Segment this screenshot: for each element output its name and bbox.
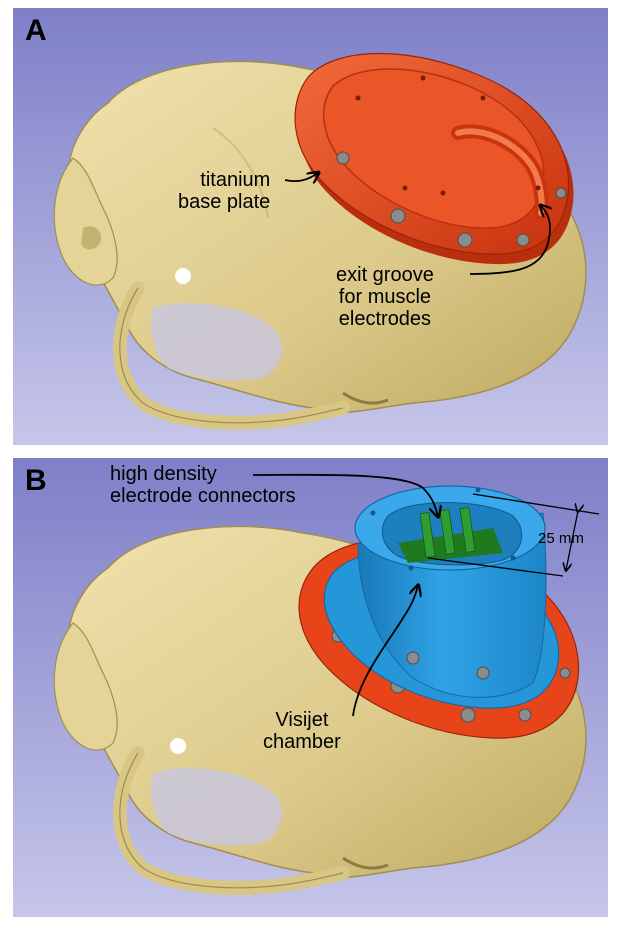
panel-label: B bbox=[25, 466, 47, 496]
exit-groove-label: exit groove for muscle electrodes bbox=[336, 264, 434, 330]
dimension-label: 25 mm bbox=[538, 530, 584, 547]
panel-label: A bbox=[25, 16, 47, 46]
connectors-label: high density electrode connectors bbox=[110, 463, 296, 507]
chamber-label: Visijet chamber bbox=[263, 709, 341, 753]
panel-b-render bbox=[13, 458, 608, 917]
panel-a-render bbox=[13, 8, 608, 445]
panel-b: B high density electrode connectors Visi… bbox=[13, 458, 608, 917]
panel-a: A titanium base plate exit groove for mu… bbox=[13, 8, 608, 445]
base-plate-label: titanium base plate bbox=[178, 169, 270, 213]
